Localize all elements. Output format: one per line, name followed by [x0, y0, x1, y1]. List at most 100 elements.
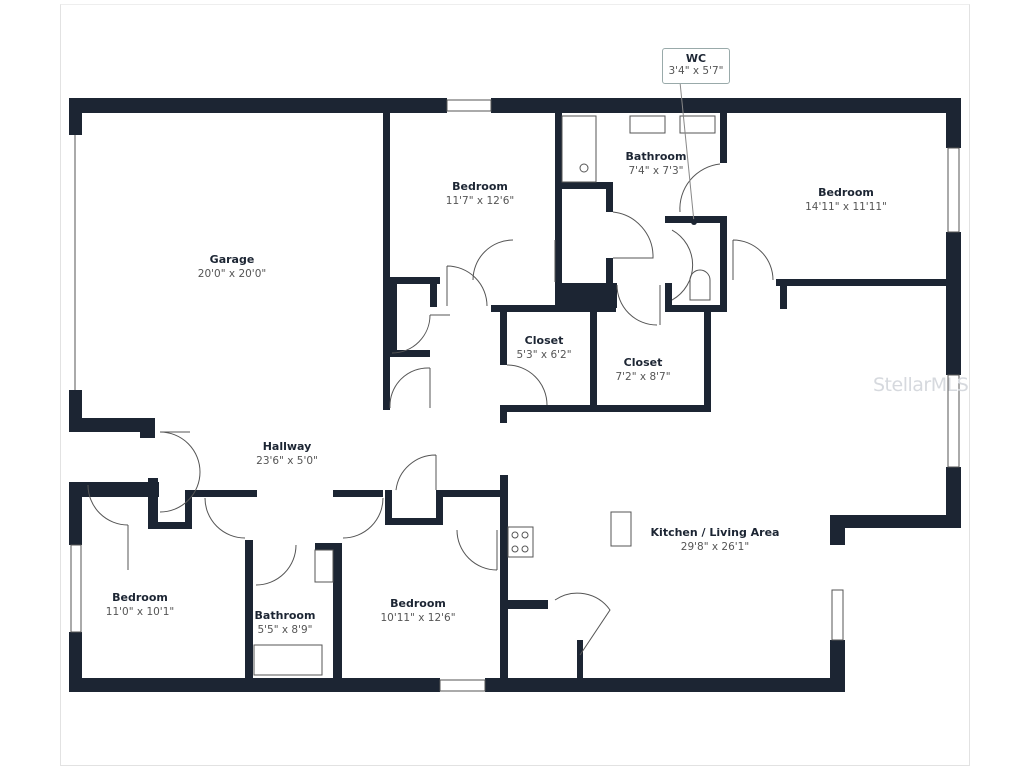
room-label-kitchen-living: Kitchen / Living Area 29'8" x 26'1" — [651, 525, 780, 555]
wall — [385, 518, 442, 525]
room-dims: 11'0" x 10'1" — [105, 606, 175, 618]
shower — [561, 115, 597, 183]
wall — [69, 98, 82, 135]
wall — [946, 467, 961, 528]
wall — [390, 277, 397, 357]
room-name: Closet — [623, 356, 663, 369]
callout-name: WC — [685, 52, 707, 65]
wall — [946, 232, 961, 375]
wall — [704, 305, 711, 412]
wall — [776, 279, 961, 286]
window — [446, 99, 492, 112]
wall — [555, 113, 562, 283]
wall — [430, 277, 437, 307]
room-name: Bathroom — [625, 150, 687, 163]
wall — [383, 113, 390, 410]
wall — [491, 305, 616, 312]
wall — [245, 540, 253, 680]
room-name: Bedroom — [818, 186, 874, 199]
room-dims: 23'6" x 5'0" — [256, 455, 318, 467]
room-name: Hallway — [262, 440, 312, 453]
room-dims: 20'0" x 20'0" — [197, 268, 267, 280]
wall — [577, 640, 583, 680]
sink — [679, 115, 716, 134]
wall — [720, 113, 727, 163]
wall — [390, 277, 440, 284]
sink — [314, 549, 334, 583]
stove — [507, 526, 534, 558]
doors-fixtures — [70, 81, 960, 692]
room-label-garage: Garage 20'0" x 20'0" — [198, 252, 266, 282]
wall — [830, 515, 845, 545]
room-label-bedroom: Bedroom 11'7" x 12'6" — [446, 179, 514, 209]
wall — [69, 632, 82, 692]
wall — [830, 515, 961, 528]
drain — [579, 163, 589, 173]
room-name: Bedroom — [390, 597, 446, 610]
room-dims: 7'2" x 8'7" — [615, 371, 671, 383]
wall — [148, 478, 158, 528]
wall — [385, 490, 392, 522]
window — [947, 374, 960, 468]
wall — [333, 490, 383, 497]
wall — [436, 490, 443, 525]
bathtub — [253, 644, 323, 676]
wall — [555, 283, 617, 308]
wall — [390, 350, 430, 357]
room-name: Kitchen / Living Area — [650, 526, 780, 539]
wall — [780, 279, 787, 309]
wall — [590, 305, 597, 412]
room-dims: 7'4" x 7'3" — [628, 165, 684, 177]
room-name: Bedroom — [452, 180, 508, 193]
wall — [69, 390, 82, 425]
wall — [69, 678, 440, 692]
page-frame — [60, 4, 970, 766]
room-label-bedroom: Bedroom 14'11" x 11'11" — [805, 185, 887, 215]
room-dims: 11'7" x 12'6" — [445, 195, 515, 207]
window — [70, 544, 82, 633]
wall — [665, 216, 727, 223]
room-label-closet: Closet 5'3" x 6'2" — [516, 333, 571, 363]
room-label-bathroom: Bathroom 7'4" x 7'3" — [626, 149, 687, 179]
room-dims: 14'11" x 11'11" — [805, 201, 887, 213]
wall — [69, 418, 155, 432]
room-name: Closet — [524, 334, 564, 347]
callout-pin — [691, 219, 697, 225]
wall — [500, 405, 507, 423]
wall — [500, 405, 710, 412]
wall — [500, 600, 548, 609]
wall — [69, 482, 159, 497]
room-dims: 29'8" x 26'1" — [680, 541, 750, 553]
wall — [665, 283, 672, 311]
wall — [606, 182, 613, 212]
wall — [69, 98, 447, 113]
room-name: Bathroom — [254, 609, 316, 622]
room-label-bedroom: Bedroom 11'0" x 10'1" — [106, 590, 174, 620]
toilet — [689, 269, 711, 301]
walls — [69, 98, 961, 692]
wall — [485, 678, 845, 692]
callout-dims: 3'4" x 5'7" — [668, 65, 724, 77]
wall — [440, 490, 502, 497]
wall — [190, 490, 257, 497]
wall — [606, 258, 613, 283]
room-label-hallway: Hallway 23'6" x 5'0" — [256, 439, 318, 469]
wall — [185, 490, 192, 528]
watermark: StellarMLS — [873, 374, 969, 396]
wall — [665, 305, 727, 312]
window — [947, 147, 960, 233]
island — [610, 511, 632, 547]
wall — [491, 98, 961, 113]
wall — [69, 482, 82, 545]
wall — [148, 522, 192, 529]
room-dims: 5'3" x 6'2" — [516, 349, 572, 361]
wall — [500, 305, 507, 365]
room-name: Bedroom — [112, 591, 168, 604]
window — [831, 589, 844, 641]
wall — [500, 475, 508, 680]
room-name: Garage — [209, 253, 255, 266]
